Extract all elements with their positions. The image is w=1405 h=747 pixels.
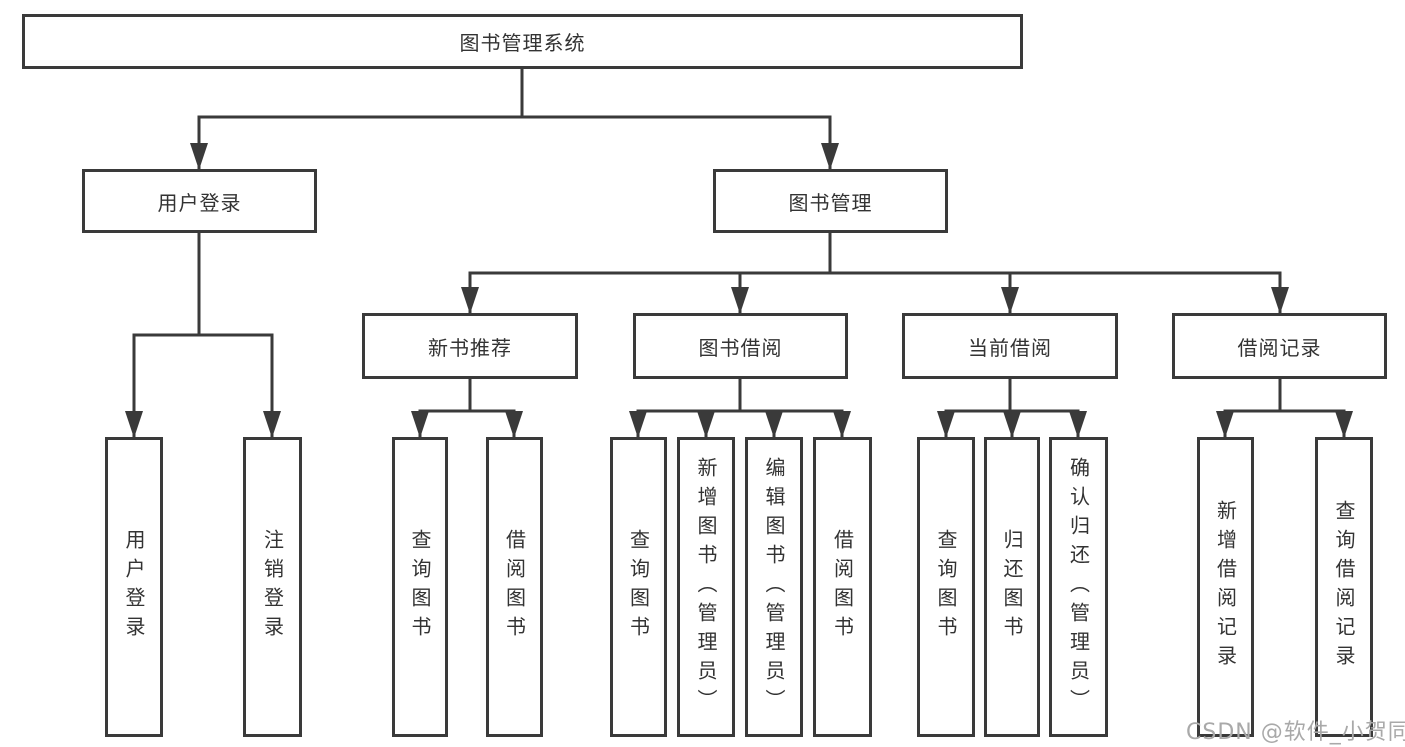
node-user-login: 用户登录: [82, 169, 317, 233]
node-logout: 注销登录: [243, 437, 302, 737]
node-query-books-borrowing: 查询图书: [610, 437, 667, 737]
node-library-management-system: 图书管理系统: [22, 14, 1023, 69]
node-edit-book-admin: 编辑图书（管理员）: [745, 437, 803, 737]
node-query-books-recommendation: 查询图书: [392, 437, 448, 737]
csdn-watermark: CSDN @软件_小贺同学: [1186, 720, 1405, 745]
node-query-books-current: 查询图书: [917, 437, 975, 737]
node-return-books: 归还图书: [984, 437, 1040, 737]
node-borrow-books-recommendation: 借阅图书: [486, 437, 543, 737]
node-book-management: 图书管理: [713, 169, 948, 233]
node-user-login-leaf: 用户登录: [105, 437, 163, 737]
node-confirm-return-admin: 确认归还（管理员）: [1049, 437, 1108, 737]
node-add-book-admin: 新增图书（管理员）: [677, 437, 735, 737]
node-borrow-books-borrowing: 借阅图书: [813, 437, 872, 737]
node-borrowing-records: 借阅记录: [1172, 313, 1387, 379]
node-new-book-recommendation: 新书推荐: [362, 313, 578, 379]
node-current-borrowing: 当前借阅: [902, 313, 1118, 379]
node-book-borrowing: 图书借阅: [633, 313, 848, 379]
node-add-borrowing-record: 新增借阅记录: [1197, 437, 1254, 737]
node-query-borrowing-record: 查询借阅记录: [1315, 437, 1373, 737]
